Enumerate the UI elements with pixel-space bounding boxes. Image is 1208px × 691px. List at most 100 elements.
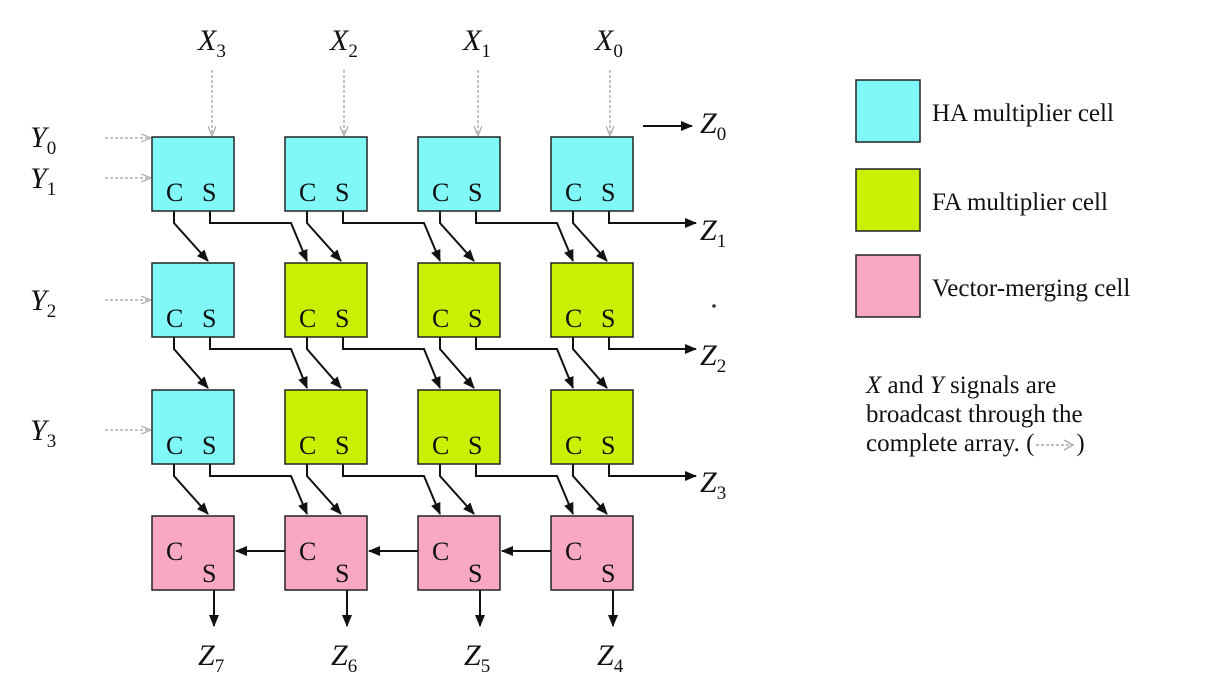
note-line3: complete array. ( (866, 430, 1035, 457)
bottom-output-label: Z6 (331, 639, 357, 677)
legend-swatch (855, 79, 921, 143)
sum-wire (342, 211, 441, 262)
sum-label: S (335, 178, 349, 207)
carry-wire (306, 337, 342, 389)
sum-label: S (202, 559, 216, 588)
sum-label: S (202, 178, 216, 207)
right-output-label: Z1 (700, 214, 726, 252)
y-input-label: Y3 (30, 414, 56, 452)
carry-wire (306, 211, 342, 262)
sum-wire (475, 337, 574, 389)
broadcast-note: X and Y signals are broadcast through th… (866, 371, 1196, 458)
cell-vm: CS (417, 515, 501, 591)
sum-label: S (468, 559, 482, 588)
carry-wire (572, 464, 608, 515)
stray-dot (712, 304, 716, 308)
sum-label: S (601, 304, 615, 333)
sum-label: S (202, 431, 216, 460)
note-x: X (866, 372, 882, 399)
sum-wire (342, 464, 441, 515)
cell-box (417, 389, 501, 465)
carry-label: C (299, 178, 316, 207)
carry-label: C (432, 537, 449, 566)
carry-wire (439, 464, 475, 515)
bottom-output-label: Z7 (198, 639, 224, 677)
cell-box (284, 262, 368, 338)
carry-label: C (565, 178, 582, 207)
legend-item-vm: Vector-merging cell (855, 254, 1130, 318)
carry-wire (439, 211, 475, 262)
carry-wire (572, 337, 608, 389)
sum-output-wire (608, 337, 697, 354)
cell-box (550, 262, 634, 338)
sum-label: S (468, 431, 482, 460)
y-input-label: Y1 (30, 162, 56, 200)
legend-label: Vector-merging cell (932, 275, 1130, 302)
broadcast-arrow-icon (1036, 439, 1075, 451)
cell-box (284, 136, 368, 212)
carry-label: C (565, 537, 582, 566)
carry-wire (306, 464, 342, 515)
sum-wire (475, 211, 574, 262)
note-and: and (881, 372, 930, 399)
x-input-label: X2 (329, 24, 358, 62)
cell-box (417, 136, 501, 212)
sum-label: S (335, 559, 349, 588)
sum-wire (209, 211, 308, 262)
x-input-label: X1 (462, 24, 491, 62)
sum-wire (209, 337, 308, 389)
x-input-label: X0 (594, 24, 623, 62)
note-y: Y (929, 372, 944, 399)
sum-output-wire (608, 464, 697, 481)
sum-label: S (468, 178, 482, 207)
carry-label: C (432, 431, 449, 460)
legend-swatch (855, 168, 921, 232)
sum-label: S (202, 304, 216, 333)
cell-box (151, 389, 235, 465)
sum-wire (209, 464, 308, 515)
cell-vm: CS (284, 515, 368, 591)
y-input-label: Y2 (30, 284, 56, 322)
right-output-label: Z2 (700, 339, 726, 377)
cell-box (151, 515, 235, 591)
cell-box (550, 136, 634, 212)
note-line2: broadcast through the (866, 401, 1083, 428)
cell-box (151, 136, 235, 212)
bottom-output-label: Z4 (597, 639, 624, 677)
sum-label: S (601, 431, 615, 460)
note-line3-end: ) (1076, 430, 1085, 457)
sum-label: S (335, 304, 349, 333)
cell-vm: CS (550, 515, 634, 591)
sum-label: S (468, 304, 482, 333)
legend-label: FA multiplier cell (932, 189, 1108, 216)
legend-item-fa: FA multiplier cell (855, 168, 1108, 232)
cell-box (284, 389, 368, 465)
cell-vm: CS (151, 515, 235, 591)
carry-label: C (299, 537, 316, 566)
carry-wire (439, 337, 475, 389)
x-input-label: X3 (197, 24, 226, 62)
carry-wire (572, 211, 608, 262)
carry-label: C (299, 431, 316, 460)
carry-label: C (565, 304, 582, 333)
bottom-output-label: Z5 (464, 639, 490, 677)
carry-label: C (166, 537, 183, 566)
cell-box (151, 262, 235, 338)
cell-box (550, 389, 634, 465)
carry-label: C (166, 178, 183, 207)
carry-label: C (166, 431, 183, 460)
sum-label: S (335, 431, 349, 460)
